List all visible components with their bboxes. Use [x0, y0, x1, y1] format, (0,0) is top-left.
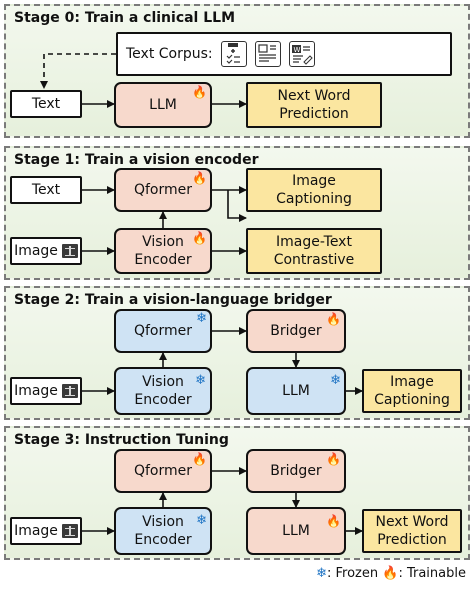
snowflake-icon: ❄ — [196, 513, 207, 528]
stage1-vision-encoder-box: Vision Encoder 🔥 — [114, 228, 212, 274]
stage3-bridger-label: Bridger — [270, 463, 322, 479]
stage1-qformer-label: Qformer — [133, 182, 193, 198]
stage2-image-label: Image — [14, 383, 58, 399]
clipboard-icon — [220, 41, 247, 67]
stage2-qformer-box: Qformer ❄ — [114, 309, 212, 353]
fire-icon: 🔥 — [382, 566, 399, 581]
fire-icon: 🔥 — [192, 231, 207, 245]
stage3-llm-box: LLM 🔥 — [246, 507, 346, 555]
stage3-vision-encoder-box: Vision Encoder ❄ — [114, 507, 212, 555]
fire-icon: 🔥 — [192, 171, 207, 185]
image-document-icon — [254, 41, 281, 67]
stage3-bridger-box: Bridger 🔥 — [246, 449, 346, 493]
stage2-vision-encoder-label: Vision Encoder — [134, 374, 192, 408]
snowflake-icon: ❄ — [196, 311, 207, 326]
stage3-qformer-box: Qformer 🔥 — [114, 449, 212, 493]
text-corpus-label: Text Corpus: — [126, 46, 213, 62]
stage2-bridger-label: Bridger — [270, 323, 322, 339]
stage0-llm-label: LLM — [149, 97, 177, 113]
legend: ❄: Frozen 🔥: Trainable — [316, 566, 466, 581]
stage-2-title: Stage 2: Train a vision-language bridger — [14, 292, 332, 308]
stage1-vision-encoder-label: Vision Encoder — [134, 234, 192, 268]
stage-0-title: Stage 0: Train a clinical LLM — [14, 10, 236, 26]
stage1-caption-output-box: Image Captioning — [246, 168, 382, 212]
stage3-image-label: Image — [14, 523, 58, 539]
fire-icon: 🔥 — [192, 85, 207, 99]
stage2-llm-box: LLM ❄ — [246, 367, 346, 415]
stage3-vision-encoder-label: Vision Encoder — [134, 514, 192, 548]
stage0-llm-box: LLM 🔥 — [114, 82, 212, 128]
stage2-qformer-label: Qformer — [133, 323, 193, 339]
stage1-text-box: Text — [10, 176, 82, 204]
snowflake-icon: ❄ — [195, 373, 206, 388]
xray-icon — [61, 524, 78, 538]
stage1-qformer-box: Qformer 🔥 — [114, 168, 212, 212]
svg-text:W: W — [294, 46, 301, 54]
fire-icon: 🔥 — [192, 452, 207, 466]
stage2-bridger-box: Bridger 🔥 — [246, 309, 346, 353]
word-document-icon: W — [288, 41, 315, 67]
stage3-image-box: Image — [10, 517, 82, 545]
fire-icon: 🔥 — [326, 514, 341, 528]
stage2-llm-label: LLM — [282, 383, 310, 399]
fire-icon: 🔥 — [326, 312, 341, 326]
legend-trainable-label: : Trainable — [398, 566, 466, 581]
stage1-image-label: Image — [14, 243, 58, 259]
stage3-output-box: Next Word Prediction — [362, 509, 462, 553]
stage1-contrastive-output-box: Image-Text Contrastive — [246, 228, 382, 274]
xray-icon — [61, 384, 78, 398]
snowflake-icon: ❄ — [330, 373, 341, 388]
snowflake-icon: ❄ — [316, 566, 327, 581]
fire-icon: 🔥 — [326, 452, 341, 466]
stage2-image-box: Image — [10, 377, 82, 405]
stage0-text-box: Text — [10, 90, 82, 118]
legend-frozen-label: : Frozen — [327, 566, 379, 581]
stage-1-title: Stage 1: Train a vision encoder — [14, 152, 259, 168]
stage3-llm-label: LLM — [282, 523, 310, 539]
stage2-vision-encoder-box: Vision Encoder ❄ — [114, 367, 212, 415]
stage0-output-box: Next Word Prediction — [246, 82, 382, 128]
stage2-output-box: Image Captioning — [362, 369, 462, 413]
stage1-image-box: Image — [10, 237, 82, 265]
text-corpus-box: Text Corpus: W — [116, 32, 452, 76]
stage3-qformer-label: Qformer — [133, 463, 193, 479]
stage-3-title: Stage 3: Instruction Tuning — [14, 432, 229, 448]
xray-icon — [61, 244, 78, 258]
